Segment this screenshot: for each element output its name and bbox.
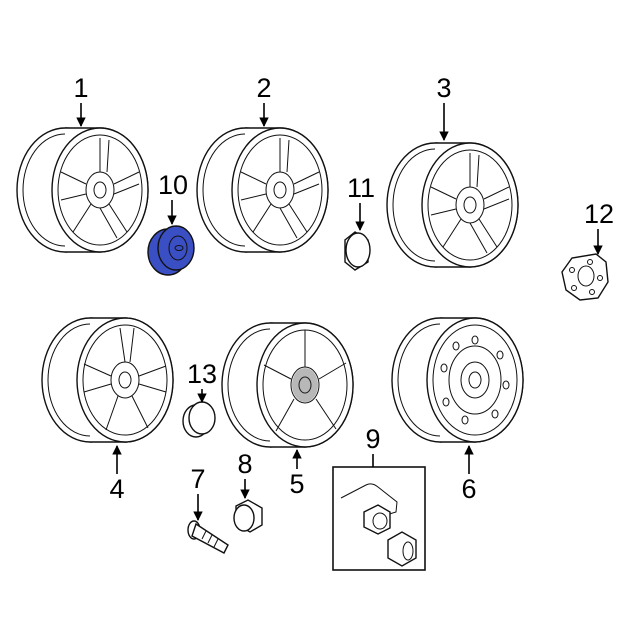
center-cap-10[interactable] <box>147 225 195 276</box>
wheel-lock-kit-9[interactable] <box>332 466 426 571</box>
lug-nut-8[interactable] <box>233 499 263 533</box>
svg-text:2: 2 <box>256 73 271 103</box>
svg-text:13: 13 <box>187 359 217 389</box>
wheel-4[interactable] <box>41 317 174 443</box>
center-cap-13[interactable] <box>182 401 216 438</box>
callout-1: 1 <box>73 73 89 127</box>
svg-text:12: 12 <box>584 199 614 229</box>
svg-text:9: 9 <box>365 424 380 454</box>
callout-7: 7 <box>190 464 206 521</box>
svg-text:4: 4 <box>109 474 124 504</box>
wheel-5[interactable] <box>221 322 354 448</box>
svg-text:1: 1 <box>73 73 88 103</box>
wheel-6[interactable] <box>391 317 524 443</box>
callout-13: 13 <box>187 359 217 403</box>
center-cap-11[interactable] <box>344 231 371 271</box>
callout-2: 2 <box>256 73 272 127</box>
callout-4: 4 <box>109 445 125 504</box>
svg-text:11: 11 <box>347 173 375 203</box>
svg-text:3: 3 <box>436 73 451 103</box>
wheel-1[interactable] <box>16 127 149 253</box>
lock-nut <box>363 504 391 535</box>
wheel-2[interactable] <box>196 127 329 253</box>
svg-text:6: 6 <box>461 474 476 504</box>
callout-5: 5 <box>289 449 305 499</box>
svg-text:8: 8 <box>237 449 252 479</box>
svg-text:5: 5 <box>289 469 304 499</box>
svg-text:10: 10 <box>158 170 188 200</box>
callout-10: 10 <box>158 170 188 225</box>
callout-12: 12 <box>584 199 614 255</box>
hub-cover-12[interactable] <box>561 253 609 301</box>
svg-text:7: 7 <box>190 464 205 494</box>
callout-11: 11 <box>347 173 375 231</box>
callout-3: 3 <box>436 73 452 141</box>
callout-6: 6 <box>461 445 477 504</box>
callout-9: 9 <box>365 424 381 467</box>
wheel-3[interactable] <box>386 142 519 268</box>
wheel-stud-7[interactable] <box>187 520 229 554</box>
callout-8: 8 <box>237 449 253 499</box>
lock-key <box>387 531 417 567</box>
